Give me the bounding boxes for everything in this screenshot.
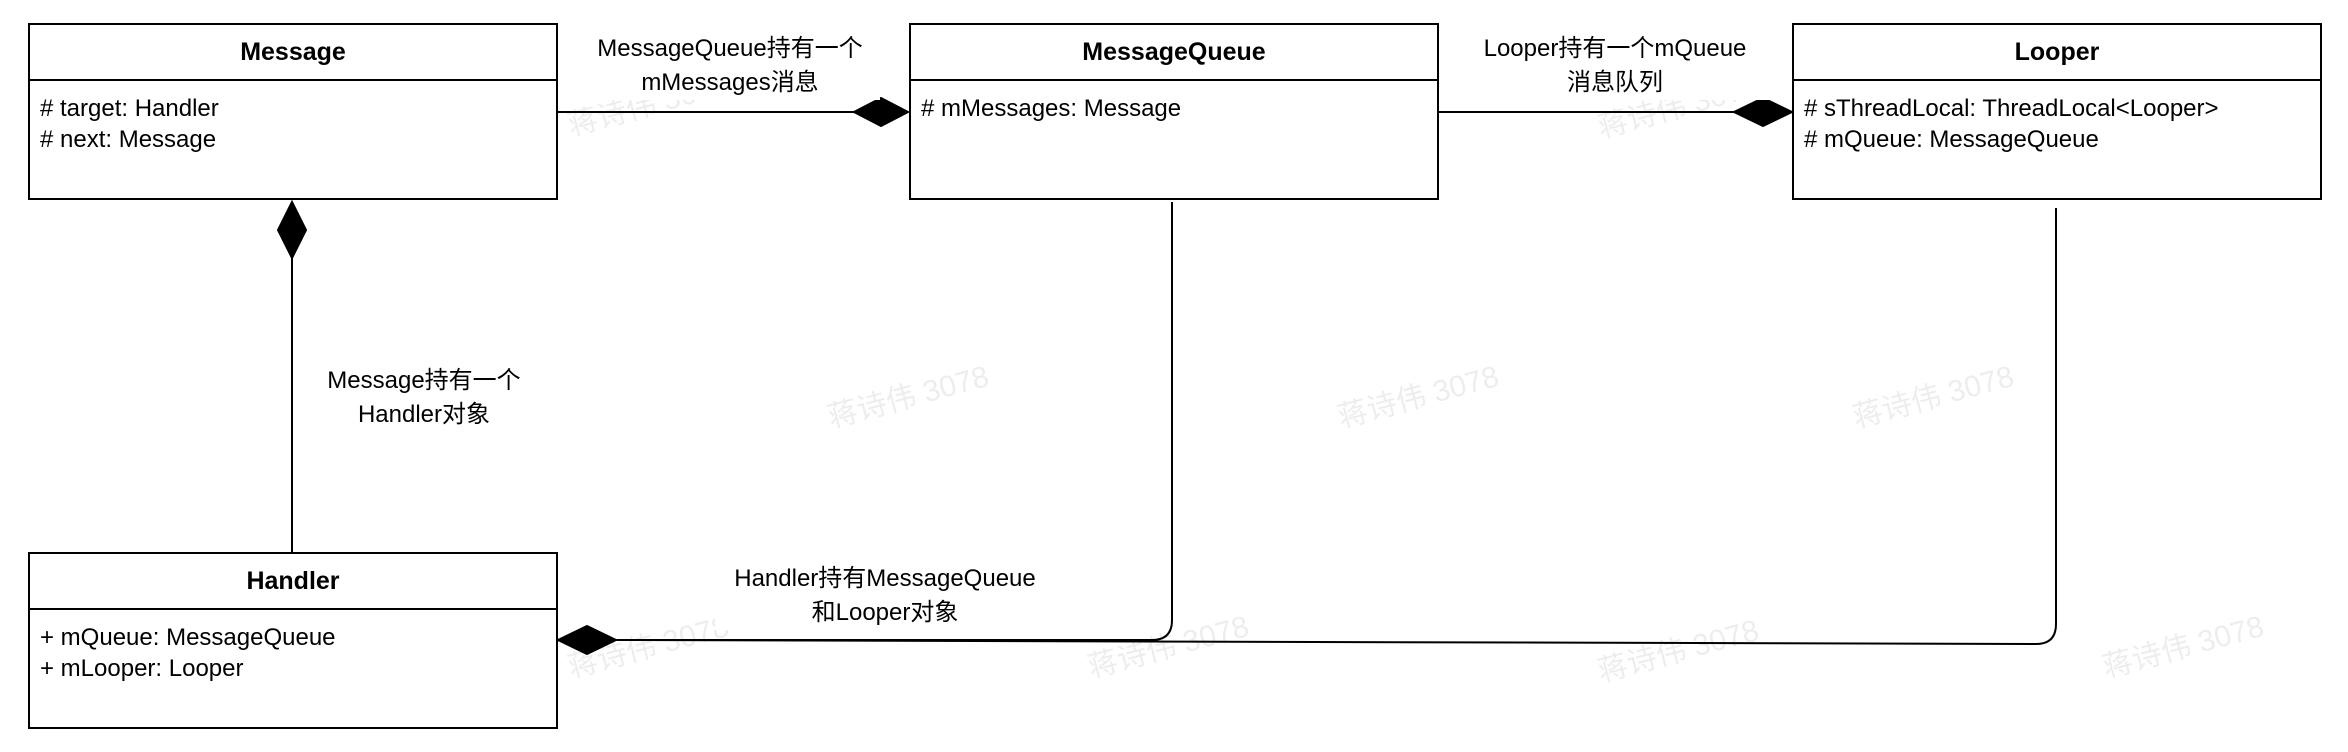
edge-label-looper-holds-queue: Looper持有一个mQueue 消息队列 — [1455, 32, 1775, 100]
class-message-queue[interactable]: MessageQueue # mMessages: Message — [909, 23, 1439, 200]
edge-label-line: Handler对象 — [357, 401, 491, 428]
class-message-queue-attributes: # mMessages: Message — [911, 81, 1437, 124]
class-handler-attributes: + mQueue: MessageQueue + mLooper: Looper — [30, 610, 556, 684]
edge-label-line: Message持有一个 — [327, 367, 521, 394]
edge-label-handler-holds-queue-looper: Handler持有MessageQueue 和Looper对象 — [715, 562, 1055, 630]
edge-label-message-holds-handler: Message持有一个 Handler对象 — [304, 364, 544, 432]
class-message-name: Message — [30, 25, 556, 81]
class-looper-name: Looper — [1794, 25, 2320, 81]
edge-label-line: 和Looper对象 — [811, 599, 959, 626]
edge-label-line: 消息队列 — [1567, 69, 1663, 96]
edge-label-line: MessageQueue持有一个 — [597, 35, 863, 62]
attribute: + mLooper: Looper — [40, 655, 244, 682]
attribute: # mMessages: Message — [921, 95, 1182, 122]
class-message-queue-name: MessageQueue — [911, 25, 1437, 81]
class-handler[interactable]: Handler + mQueue: MessageQueue + mLooper… — [28, 552, 558, 729]
class-looper[interactable]: Looper # sThreadLocal: ThreadLocal<Loope… — [1792, 23, 2322, 200]
edge-handler-to-queue — [616, 202, 1173, 641]
attribute: # mQueue: MessageQueue — [1804, 126, 2099, 153]
edge-label-line: Handler持有MessageQueue — [734, 565, 1036, 592]
edge-label-line: mMessages消息 — [641, 69, 819, 96]
attribute: # next: Message — [40, 126, 217, 153]
class-looper-attributes: # sThreadLocal: ThreadLocal<Looper> # mQ… — [1794, 81, 2320, 155]
class-message-attributes: # target: Handler # next: Message — [30, 81, 556, 155]
class-message[interactable]: Message # target: Handler # next: Messag… — [28, 23, 558, 200]
edge-label-line: Looper持有一个mQueue — [1483, 35, 1747, 62]
edge-handler-to-looper — [615, 208, 2057, 646]
attribute: + mQueue: MessageQueue — [40, 624, 336, 651]
attribute: # target: Handler — [40, 95, 219, 122]
attribute: # sThreadLocal: ThreadLocal<Looper> — [1804, 95, 2219, 122]
composition-diamond-message — [276, 199, 308, 261]
composition-diamond-looper — [1731, 96, 1795, 128]
composition-diamond-queue — [851, 96, 911, 128]
composition-diamond-handler — [555, 624, 619, 656]
edge-label-queue-holds-messages: MessageQueue持有一个 mMessages消息 — [580, 32, 880, 100]
class-handler-name: Handler — [30, 554, 556, 610]
